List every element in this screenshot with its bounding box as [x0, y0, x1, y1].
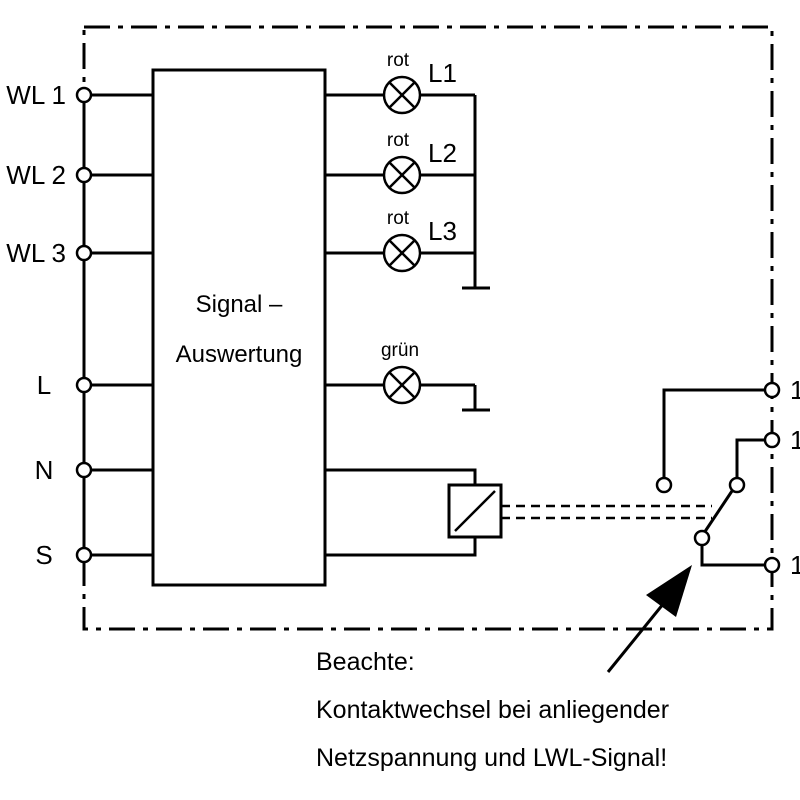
terminal-l — [75, 376, 93, 394]
block-label-line1: Signal – — [196, 291, 283, 318]
signal-evaluation-block — [151, 68, 327, 587]
lamp-l1-color: rot — [387, 50, 410, 71]
lamp-icon — [382, 75, 422, 115]
lamp-l3-color: rot — [387, 208, 410, 229]
label-s: S — [35, 540, 52, 570]
label-l: L — [37, 370, 51, 400]
lamp-l1-label: L1 — [428, 58, 457, 88]
terminal-wl1 — [75, 86, 93, 104]
terminal-wl2 — [75, 166, 93, 184]
label-wl2: WL 2 — [6, 160, 66, 190]
note-line-3: Netzspannung und LWL-Signal! — [316, 744, 667, 772]
lamp-l2-color: rot — [387, 130, 410, 151]
note-arrow-shaft — [606, 597, 670, 673]
contact-common-path — [700, 545, 772, 567]
note-line-2: Kontaktwechsel bei anliegender — [316, 696, 669, 724]
lamp-green-color: grün — [381, 340, 419, 361]
relay-coil-icon — [447, 483, 503, 539]
contact-nc-path — [662, 388, 772, 478]
terminal-out-3 — [763, 556, 781, 574]
label-n: N — [35, 455, 54, 485]
terminal-wl3 — [75, 244, 93, 262]
lamp-l3-label: L3 — [428, 216, 457, 246]
label-wl3: WL 3 — [6, 238, 66, 268]
terminal-out-1 — [763, 381, 781, 399]
contact-common-point — [693, 529, 711, 547]
label-wl1: WL 1 — [6, 80, 66, 110]
lamp-l2-label: L2 — [428, 138, 457, 168]
terminal-out-2 — [763, 431, 781, 449]
lamp-icon — [382, 365, 422, 405]
wire-relay-bottom — [325, 537, 477, 557]
contact-switch-arm — [702, 490, 734, 534]
label-out-3: 1 — [790, 550, 800, 580]
label-out-1: 1 — [790, 375, 800, 405]
wire-relay-top — [325, 468, 477, 485]
terminal-s — [75, 546, 93, 564]
contact-no-point — [728, 476, 746, 494]
contact-no-path — [735, 438, 772, 478]
terminal-n — [75, 461, 93, 479]
note-arrow-head — [646, 565, 692, 617]
lamp-icon — [382, 155, 422, 195]
block-label-line2: Auswertung — [176, 341, 303, 368]
label-out-2: 1 — [790, 425, 800, 455]
note-heading: Beachte: — [316, 648, 415, 676]
lamp-icon — [382, 233, 422, 273]
contact-nc-point — [655, 476, 673, 494]
